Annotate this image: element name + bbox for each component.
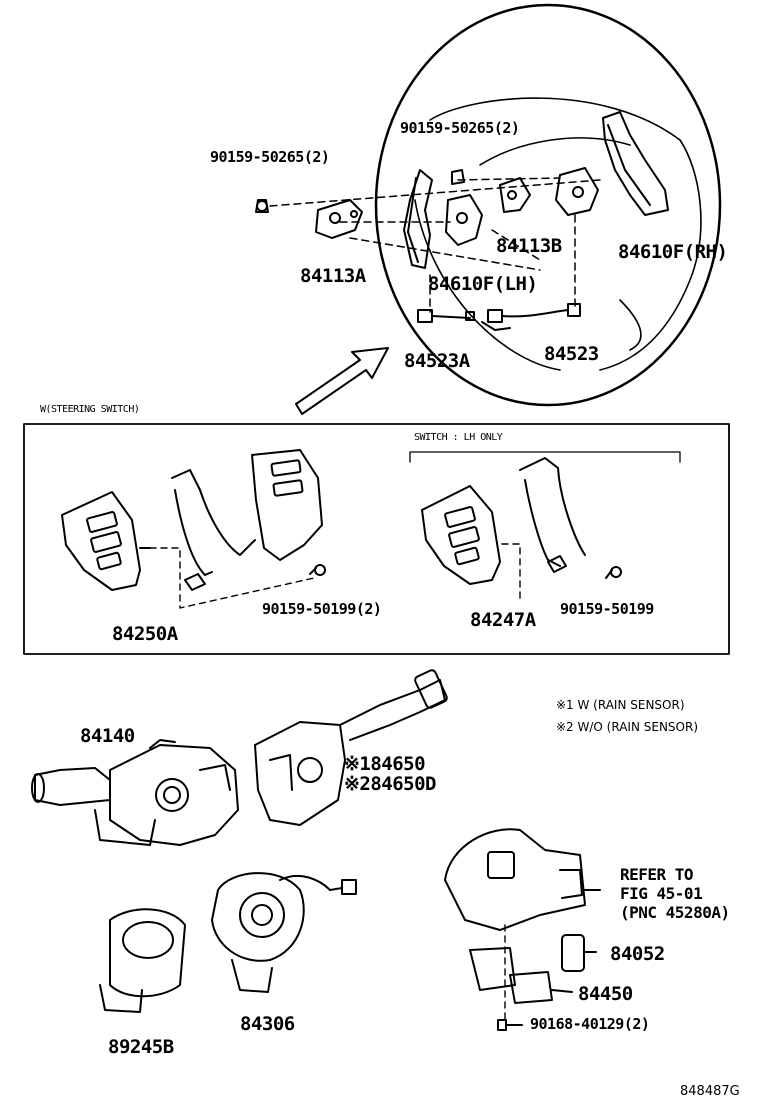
label-bolt-50265-left: 90159-50265(2) (210, 148, 330, 166)
label-84610f-lh: 84610F(LH) (428, 273, 538, 295)
label-84113a: 84113A (300, 265, 366, 287)
label-84140: 84140 (80, 725, 135, 747)
bolt-50199-right-shape (605, 566, 622, 579)
direction-arrow-icon (295, 347, 389, 415)
paddle-lh-shape (403, 169, 433, 269)
label-bolt-50199: 90159-50199 (560, 600, 654, 618)
switch-84250a-dashes (149, 547, 315, 609)
label-84523: 84523 (544, 343, 599, 365)
steering-switch-panel (23, 423, 730, 655)
bracket-center-shape (445, 167, 599, 246)
label-84113b: 84113B (496, 235, 562, 257)
label-84052: 84052 (610, 943, 665, 965)
top-dashed-leaders (269, 177, 601, 313)
figure-id: 848487G (680, 1084, 740, 1099)
label-bolt-50199-2: 90159-50199(2) (262, 600, 382, 618)
combo-switch-84140-shape (31, 739, 239, 846)
label-bolt-50265-right: 90159-50265(2) (400, 119, 520, 137)
label-84523a: 84523A (404, 350, 470, 372)
refer-line-1: REFER TO (620, 865, 694, 884)
ignition-switch-shape (444, 828, 601, 1004)
spiral-cable-84306-shape (211, 872, 357, 993)
note-switch-lh-only: SWITCH : LH ONLY (414, 432, 503, 443)
label-bolt-40129: 90168-40129(2) (530, 1015, 650, 1033)
bolt-50199-left-shape (309, 564, 326, 576)
legend-rain-sensor-without: ※2 W/O (RAIN SENSOR) (556, 720, 699, 734)
wire-harness-shape (417, 303, 581, 331)
combo-switch-84650-shape (254, 669, 448, 826)
switch-84250a-shape (61, 491, 151, 591)
refer-line-2: FIG 45-01 (620, 884, 703, 903)
label-84650d: ※284650D (344, 773, 437, 795)
switch-84247a-shape (421, 457, 586, 585)
paddle-rh-shape (602, 111, 669, 216)
label-84650: ※184650 (344, 753, 426, 775)
label-84610f-rh: 84610F(RH) (618, 241, 728, 263)
bolt-40129-shape (497, 1019, 523, 1031)
label-84247a: 84247A (470, 609, 536, 631)
refer-line-3: (PNC 45280A) (620, 903, 730, 922)
bracket-84113a-shape (255, 199, 363, 239)
steering-wheel (374, 3, 722, 407)
switch-84250a-right-shape (171, 449, 323, 591)
label-84250a: 84250A (112, 623, 178, 645)
cover-89245b-shape (99, 908, 186, 1013)
note-steering-switch: W(STEERING SWITCH) (40, 404, 140, 415)
label-84306: 84306 (240, 1013, 295, 1035)
legend-rain-sensor-with: ※1 W (RAIN SENSOR) (556, 698, 685, 712)
switch-84247a-dashes (501, 543, 521, 599)
label-89245b: 89245B (108, 1036, 174, 1058)
label-84450: 84450 (578, 983, 633, 1005)
